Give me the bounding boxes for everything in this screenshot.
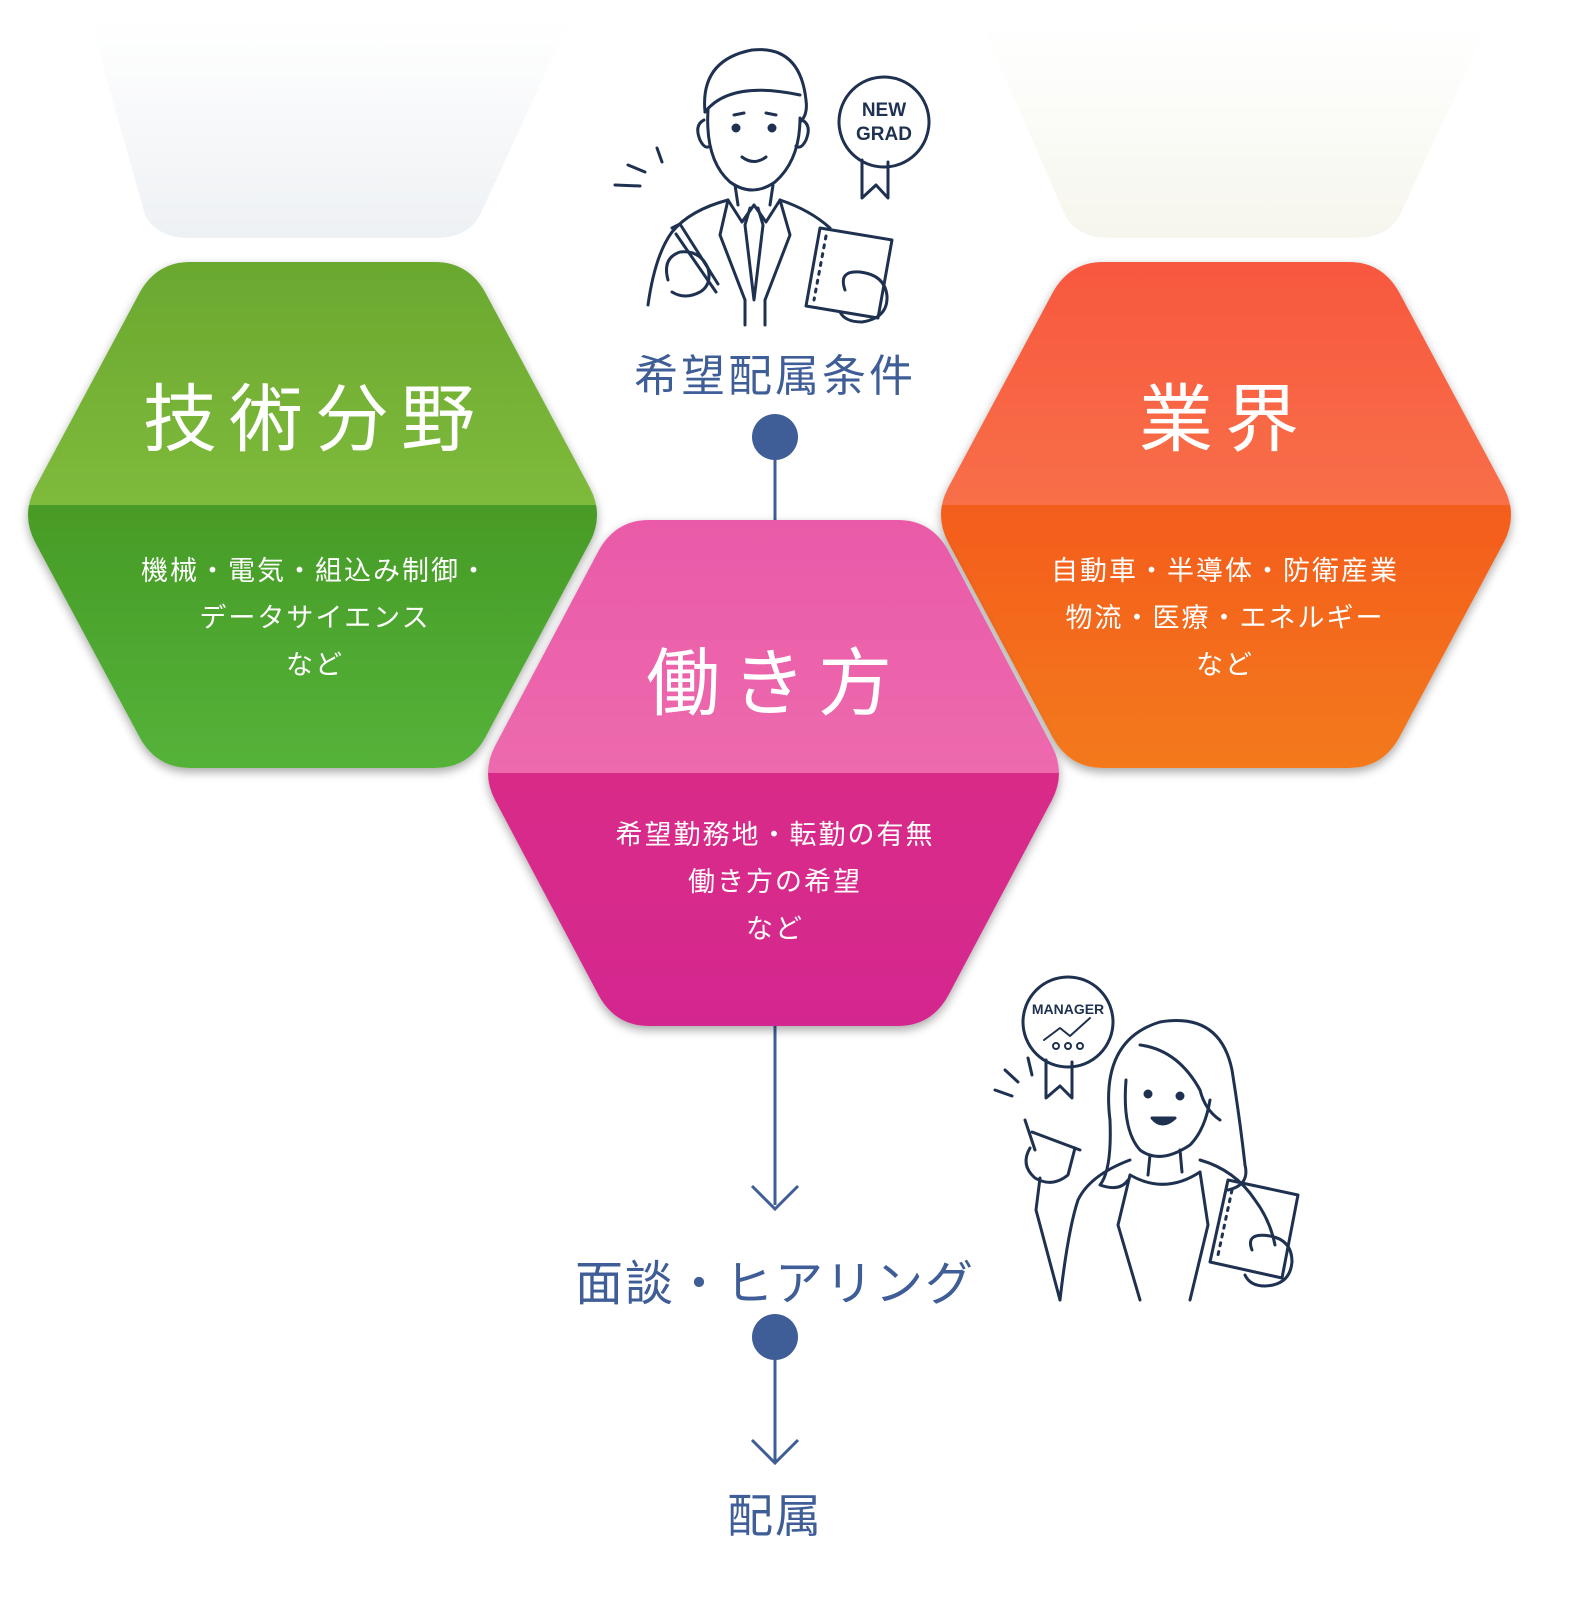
hexagon-tech-line: データサイエンス <box>199 603 431 634</box>
hexagon-workstyle-title: 働き方 <box>646 641 904 727</box>
hexagon-tech-description: 機械・電気・組込み制御・ データサイエンス など <box>60 548 570 689</box>
hexagon-industry-line: 物流・医療・エネルギー <box>1065 603 1385 634</box>
interview-label: 面談・ヒアリング <box>574 1256 975 1312</box>
hexagon-industry-description: 自動車・半導体・防衛産業 物流・医療・エネルギー など <box>970 548 1480 689</box>
flow-dot-interview <box>752 1314 798 1360</box>
hexagon-workstyle-description: 希望勤務地・転勤の有無 働き方の希望 など <box>520 812 1030 953</box>
ghost-hexagon-left <box>90 20 570 238</box>
hexagon-industry-line: など <box>1196 650 1254 681</box>
condition-label: 希望配属条件 <box>634 351 916 402</box>
hexagon-tech-line: 機械・電気・組込み制御・ <box>141 556 489 587</box>
hexagon-workstyle-line: 働き方の希望 <box>688 867 862 898</box>
new-grad-man-icon <box>613 48 931 327</box>
hexagon-industry-line: 自動車・半導体・防衛産業 <box>1051 556 1399 587</box>
new-grad-badge-text: NEW <box>862 100 906 121</box>
ghost-hexagon-right <box>980 20 1490 238</box>
new-grad-badge-text-2: GRAD <box>856 124 912 145</box>
manager-woman-icon <box>993 975 1300 1302</box>
flow-dot-condition <box>752 414 798 460</box>
hexagon-workstyle-line: 希望勤務地・転勤の有無 <box>615 820 935 851</box>
arrow-head-assignment <box>750 1438 800 1466</box>
arrow-head-interview <box>750 1184 800 1212</box>
hexagon-workstyle-line: など <box>746 914 804 945</box>
manager-badge-text: MANAGER <box>1032 1001 1104 1017</box>
hexagon-industry-title: 業界 <box>1139 377 1311 463</box>
hexagon-tech-title: 技術分野 <box>143 377 487 463</box>
assignment-label: 配属 <box>727 1489 823 1543</box>
hexagon-tech-line: など <box>286 650 344 681</box>
